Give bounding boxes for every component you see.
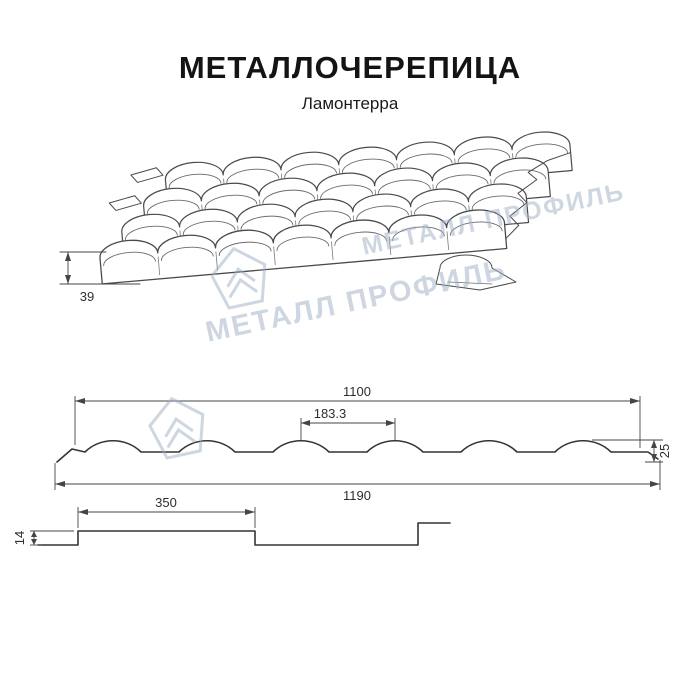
page-title: МЕТАЛЛОЧЕРЕПИЦА	[178, 50, 522, 85]
break-edge	[505, 152, 572, 240]
edge-fragment	[435, 254, 517, 291]
metall-profil-logo-icon	[210, 246, 267, 310]
dim-1100-label: 1100	[343, 384, 371, 399]
dim-39-label: 39	[80, 289, 94, 304]
dimension-1100: 1100	[74, 384, 641, 448]
metall-profil-logo-icon	[148, 396, 205, 460]
longitudinal-step-profile: 350 14	[12, 495, 451, 546]
perspective-roof-view: 39	[59, 131, 573, 304]
step-profile-outline	[37, 522, 451, 546]
header: МЕТАЛЛОЧЕРЕПИЦА Ламонтерра	[0, 50, 700, 114]
roof-batten	[108, 195, 142, 211]
roof-batten	[130, 167, 164, 183]
dimension-350: 350	[77, 495, 256, 528]
dimension-14: 14	[12, 530, 74, 546]
dimension-25: 25	[592, 439, 672, 463]
dimension-183: 183.3	[300, 406, 396, 440]
dim-350-label: 350	[155, 495, 177, 510]
dimension-1190: 1190	[54, 460, 661, 503]
tile-row	[99, 209, 508, 285]
dim-25-label: 25	[657, 444, 672, 458]
dim-1190-label: 1190	[343, 488, 371, 503]
dim-183-label: 183.3	[314, 406, 347, 421]
dim-14-label: 14	[12, 531, 27, 545]
page-subtitle: Ламонтерра	[301, 94, 399, 113]
profile-outline	[56, 440, 659, 463]
profile-cross-section: 1100 183.3 25	[54, 384, 672, 503]
dimension-39: 39	[59, 251, 141, 304]
